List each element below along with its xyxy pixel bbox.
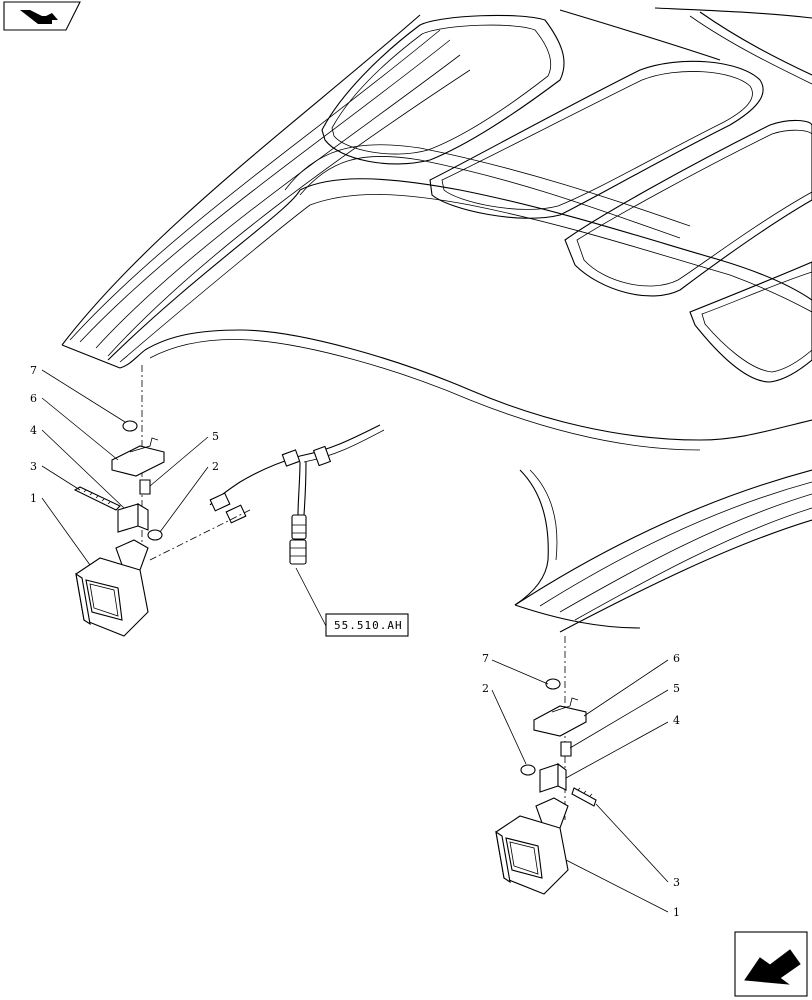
nut-left	[122, 420, 138, 432]
callout-1-left: 1	[30, 492, 37, 505]
next-page-arrow-icon[interactable]	[734, 931, 808, 997]
reference-box[interactable]: 55.510.AH	[295, 567, 409, 637]
callout-4-left: 4	[30, 424, 37, 437]
right-lamp-assembly	[495, 636, 597, 895]
callout-6-left: 6	[30, 392, 37, 405]
mounting-plate-left	[111, 445, 165, 477]
callout-7-right: 7	[482, 652, 489, 665]
callouts-right: 7 6 5 2 4 3 1	[482, 652, 680, 919]
work-lamp-right	[495, 797, 569, 895]
callout-5-left: 5	[212, 430, 219, 443]
callout-7-left: 7	[30, 364, 37, 377]
callout-5-right: 5	[673, 682, 680, 695]
book-arrow-icon[interactable]	[3, 1, 81, 31]
callout-2-right: 2	[482, 682, 489, 695]
callout-6-right: 6	[673, 652, 680, 665]
callouts-left: 7 6 5 4 2 3 1	[30, 364, 219, 566]
cab-roof	[61, 7, 812, 633]
callout-2-left: 2	[212, 460, 219, 473]
callout-3-left: 3	[30, 460, 37, 473]
callout-3-right: 3	[673, 876, 680, 889]
wiring-harness	[209, 445, 332, 565]
callout-1-right: 1	[673, 906, 680, 919]
left-lamp-assembly	[73, 365, 251, 637]
reference-code: 55.510.AH	[334, 619, 403, 632]
callout-4-right: 4	[673, 714, 680, 727]
work-lamp-left	[75, 539, 149, 637]
